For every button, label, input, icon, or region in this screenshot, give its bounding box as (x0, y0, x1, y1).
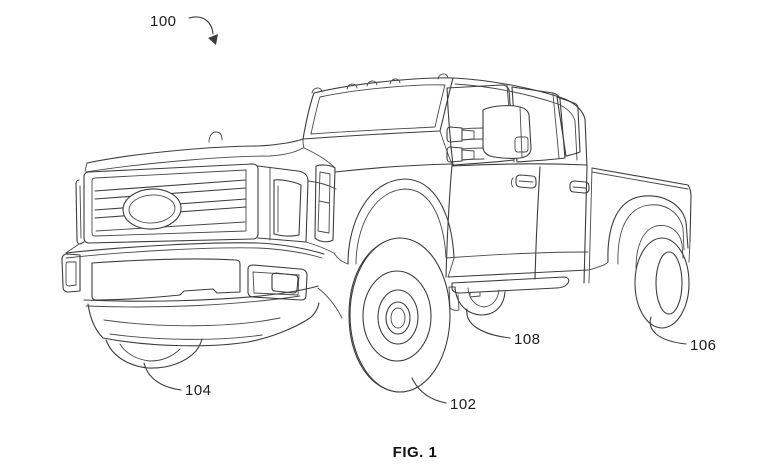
cowl-side (302, 138, 305, 149)
grille-left-end (65, 179, 85, 254)
side-mirror (446, 105, 532, 163)
truck-body (61, 73, 692, 393)
fender-beltline (334, 163, 453, 173)
washer-nozzle (208, 131, 223, 143)
door-split-line (534, 166, 541, 280)
wheel-rim (362, 270, 432, 362)
windshield-inner (310, 84, 446, 135)
hood-top-edge (86, 138, 304, 164)
leader-104 (143, 362, 182, 391)
front-air-dam (87, 287, 343, 347)
ref-label-104: 104 (185, 382, 212, 399)
grille-inner-frame (91, 169, 247, 237)
reference-leader-lines (143, 16, 687, 404)
front-door-window (446, 84, 515, 166)
headlight (257, 165, 337, 254)
mirror-head (482, 105, 532, 159)
roof-marker-lights (311, 73, 449, 94)
ref-label-106: 106 (690, 337, 717, 354)
beltline (451, 163, 588, 167)
front-door-edge (445, 164, 453, 278)
front-near-wheel (348, 237, 451, 393)
leader-100-arrowhead (208, 34, 218, 45)
fender-vent (314, 164, 336, 243)
ref-label-102: 102 (450, 396, 477, 413)
bed-front-edge (588, 167, 593, 284)
hood-front-lip (85, 147, 304, 173)
leader-106 (649, 316, 687, 345)
leader-108 (466, 308, 511, 339)
grille-lower-slot (95, 221, 246, 232)
fog-lamp (247, 264, 308, 301)
rear-door-handle (569, 180, 590, 194)
front-far-wheel (105, 338, 203, 369)
ref-label-108: 108 (514, 331, 541, 348)
rear-near-wheel (634, 237, 690, 329)
ref-label-100: 100 (150, 13, 177, 30)
cab-rear-edge (583, 166, 588, 284)
hood-corner (84, 162, 88, 172)
hood-side-crease (303, 147, 336, 169)
running-board (451, 276, 570, 298)
tire-face (349, 237, 451, 393)
c-pillar (552, 93, 560, 159)
grille-frame (83, 163, 259, 244)
lower-door-crease (445, 251, 589, 259)
front-bumper (61, 242, 325, 308)
rocker-line (447, 269, 589, 278)
rear-door-window (511, 86, 566, 163)
quarter-window (556, 96, 581, 157)
reference-labels: 100 102 104 106 108 (150, 13, 717, 413)
bumper-center-opening (91, 258, 241, 301)
brand-emblem-oval (122, 188, 182, 230)
figure-caption: FIG. 1 (393, 444, 438, 461)
roof-rear-edge (452, 77, 588, 168)
cargo-bed (588, 167, 692, 271)
front-door-handle (511, 174, 537, 189)
leader-100 (188, 16, 214, 35)
leader-102 (411, 377, 447, 404)
rear-fender-flare (607, 195, 689, 269)
